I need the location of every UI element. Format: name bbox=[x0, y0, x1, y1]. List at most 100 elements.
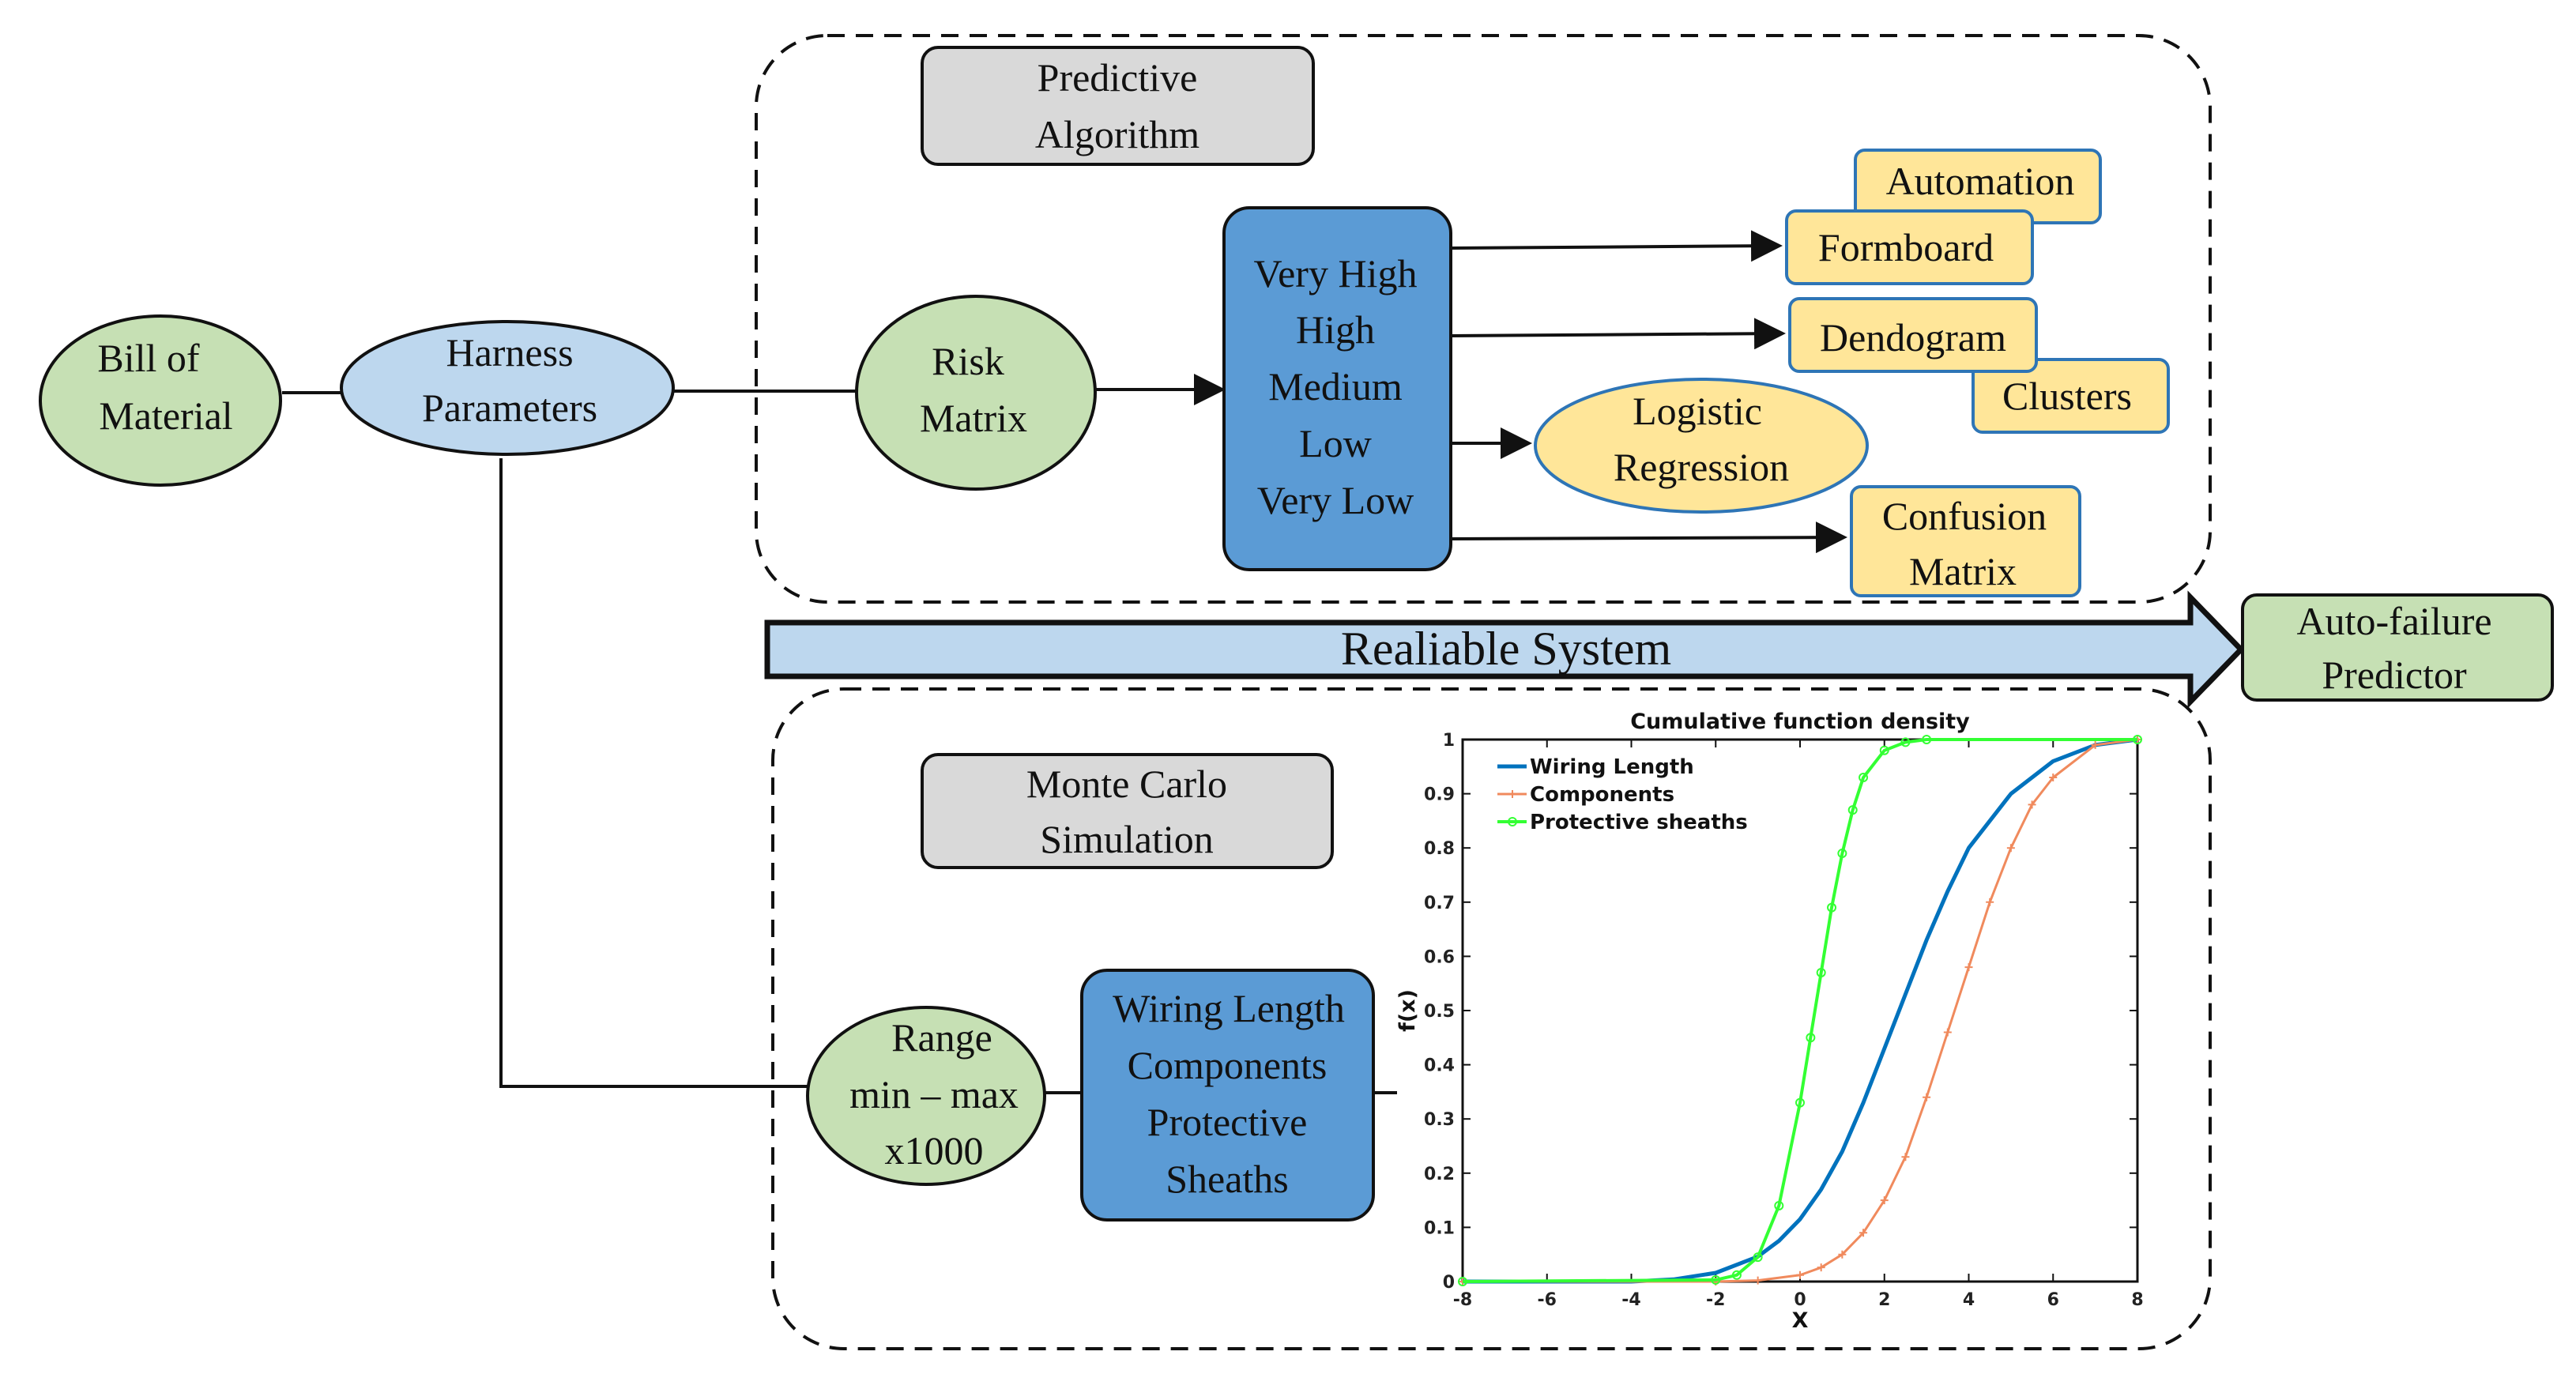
harness-parameters-line-2: Parameters bbox=[422, 386, 597, 430]
series-point-protective-sheaths bbox=[1827, 902, 1837, 913]
predictive-algorithm-line-1: Predictive bbox=[1038, 55, 1198, 100]
series-point-components bbox=[1796, 1270, 1804, 1279]
series-point-protective-sheaths bbox=[1795, 1097, 1805, 1108]
auto-failure-predictor-line-2: Predictor bbox=[2322, 653, 2467, 697]
series-point-components bbox=[1943, 1028, 1952, 1037]
series-point-protective-sheaths bbox=[1837, 849, 1847, 859]
series-point-components bbox=[1817, 1263, 1825, 1272]
chart-title: Cumulative function density bbox=[1630, 710, 1970, 734]
dendogram-node: Dendogram bbox=[1788, 297, 2038, 373]
series-point-protective-sheaths bbox=[1753, 1252, 1763, 1263]
variable-sheaths: Sheaths bbox=[1166, 1157, 1289, 1201]
series-point-components bbox=[2028, 800, 2036, 809]
risk-level-low: Low bbox=[1299, 421, 1372, 465]
series-point-components bbox=[2006, 844, 2015, 853]
y-tick-label: 1 bbox=[1443, 731, 1455, 751]
x-tick-label: 6 bbox=[2047, 1290, 2059, 1310]
legend-marker bbox=[1508, 790, 1516, 798]
series-point-protective-sheaths bbox=[1847, 805, 1858, 815]
y-tick-label: 0.9 bbox=[1424, 785, 1455, 805]
range-line-3: x1000 bbox=[885, 1128, 984, 1173]
legend-label: Wiring Length bbox=[1530, 755, 1694, 779]
confusion-matrix-line-1: Confusion bbox=[1882, 494, 2047, 538]
risk-level-high: High bbox=[1296, 307, 1375, 352]
x-tick-label: -8 bbox=[1453, 1290, 1472, 1310]
range-line-1: Range bbox=[891, 1015, 992, 1060]
monte-carlo-group bbox=[771, 687, 2212, 1350]
series-point-protective-sheaths bbox=[1859, 773, 1869, 783]
legend-marker bbox=[1508, 817, 1517, 826]
series-point-protective-sheaths bbox=[1879, 745, 1889, 755]
clusters-label: Clusters bbox=[2002, 374, 2132, 418]
x-tick-label: 0 bbox=[1794, 1290, 1806, 1310]
harness-parameters-node: Harness Parameters bbox=[340, 320, 675, 456]
cdf-chart: Cumulative function density X f(x) -8-6-… bbox=[1395, 710, 2144, 1333]
monte-carlo-line-2: Simulation bbox=[1040, 817, 1213, 861]
clusters-node: Clusters bbox=[1972, 358, 2170, 434]
automation-label: Automation bbox=[1886, 159, 2075, 203]
series-line-components bbox=[1463, 738, 2138, 1283]
variable-wiring-length: Wiring Length bbox=[1113, 986, 1345, 1030]
series-point-components bbox=[1838, 1250, 1847, 1259]
series-point-components bbox=[2091, 740, 2100, 749]
x-tick-label: -2 bbox=[1706, 1290, 1725, 1310]
bill-of-material-line-1: Bill of bbox=[97, 336, 200, 380]
reliable-system-label: Realiable System bbox=[1341, 623, 1671, 675]
series-point-components bbox=[1753, 1276, 1762, 1285]
risk-levels-node: Very High High Medium Low Very Low bbox=[1222, 206, 1452, 571]
range-node: Range min – max x1000 bbox=[806, 1006, 1046, 1186]
series-point-components bbox=[1964, 963, 1973, 972]
chart-series bbox=[1458, 735, 2142, 1286]
x-tick-label: -4 bbox=[1621, 1290, 1640, 1310]
predictive-algorithm-line-2: Algorithm bbox=[1035, 112, 1199, 156]
bill-of-material-node: Bill of Material bbox=[39, 314, 282, 487]
connector-harness-range bbox=[499, 458, 808, 1088]
series-point-protective-sheaths bbox=[2133, 735, 2142, 744]
series-point-protective-sheaths bbox=[1711, 1274, 1721, 1285]
series-point-protective-sheaths bbox=[1922, 735, 1932, 744]
arrow-to-formboard bbox=[1450, 230, 1783, 262]
formboard-label: Formboard bbox=[1818, 225, 1994, 269]
series-line-wiring-length bbox=[1463, 737, 2138, 1284]
variable-components: Components bbox=[1128, 1043, 1328, 1087]
formboard-node: Formboard bbox=[1785, 209, 2034, 285]
series-point-components bbox=[2049, 774, 2058, 782]
logistic-regression-node: Logistic Regression bbox=[1534, 378, 1869, 514]
risk-matrix-line-2: Matrix bbox=[920, 396, 1027, 440]
series-point-components bbox=[1923, 1093, 1931, 1101]
risk-matrix-node: Risk Matrix bbox=[855, 295, 1097, 491]
series-line-protective-sheaths bbox=[1462, 738, 2137, 1283]
series-point-protective-sheaths bbox=[1806, 1033, 1816, 1043]
x-tick-label: -6 bbox=[1538, 1290, 1557, 1310]
arrow-to-dendogram bbox=[1450, 318, 1786, 350]
series-point-components bbox=[1986, 898, 1994, 906]
chart-plot-area bbox=[1461, 738, 2139, 1283]
x-tick-label: 4 bbox=[1963, 1290, 1975, 1310]
series-point-protective-sheaths bbox=[1458, 1277, 1467, 1286]
y-tick-label: 0 bbox=[1443, 1273, 1455, 1293]
confusion-matrix-line-2: Matrix bbox=[1909, 549, 2017, 593]
y-tick-label: 0.8 bbox=[1424, 839, 1455, 859]
bill-of-material-line-2: Material bbox=[99, 393, 232, 438]
logistic-regression-line-1: Logistic bbox=[1633, 389, 1762, 433]
reliable-system-arrow: Realiable System bbox=[764, 590, 2245, 709]
range-line-2: min – max bbox=[849, 1072, 1019, 1116]
y-tick-label: 0.2 bbox=[1424, 1165, 1455, 1184]
auto-failure-predictor-line-1: Auto-failure bbox=[2296, 599, 2491, 643]
variable-protective: Protective bbox=[1147, 1100, 1308, 1144]
y-tick-label: 0.7 bbox=[1424, 894, 1455, 913]
x-tick-label: 8 bbox=[2131, 1290, 2143, 1310]
series-point-protective-sheaths bbox=[1731, 1270, 1742, 1280]
series-point-components bbox=[1880, 1196, 1889, 1205]
risk-level-medium: Medium bbox=[1268, 364, 1403, 408]
chart-x-axis-label: X bbox=[1792, 1308, 1809, 1333]
series-point-protective-sheaths bbox=[1900, 737, 1911, 747]
risk-matrix-line-1: Risk bbox=[932, 339, 1004, 383]
arrow-to-confusion-matrix bbox=[1450, 521, 1847, 554]
risk-level-very-high: Very High bbox=[1254, 251, 1418, 296]
y-tick-label: 0.6 bbox=[1424, 947, 1455, 967]
predictive-algorithm-label: Predictive Algorithm bbox=[921, 46, 1315, 166]
